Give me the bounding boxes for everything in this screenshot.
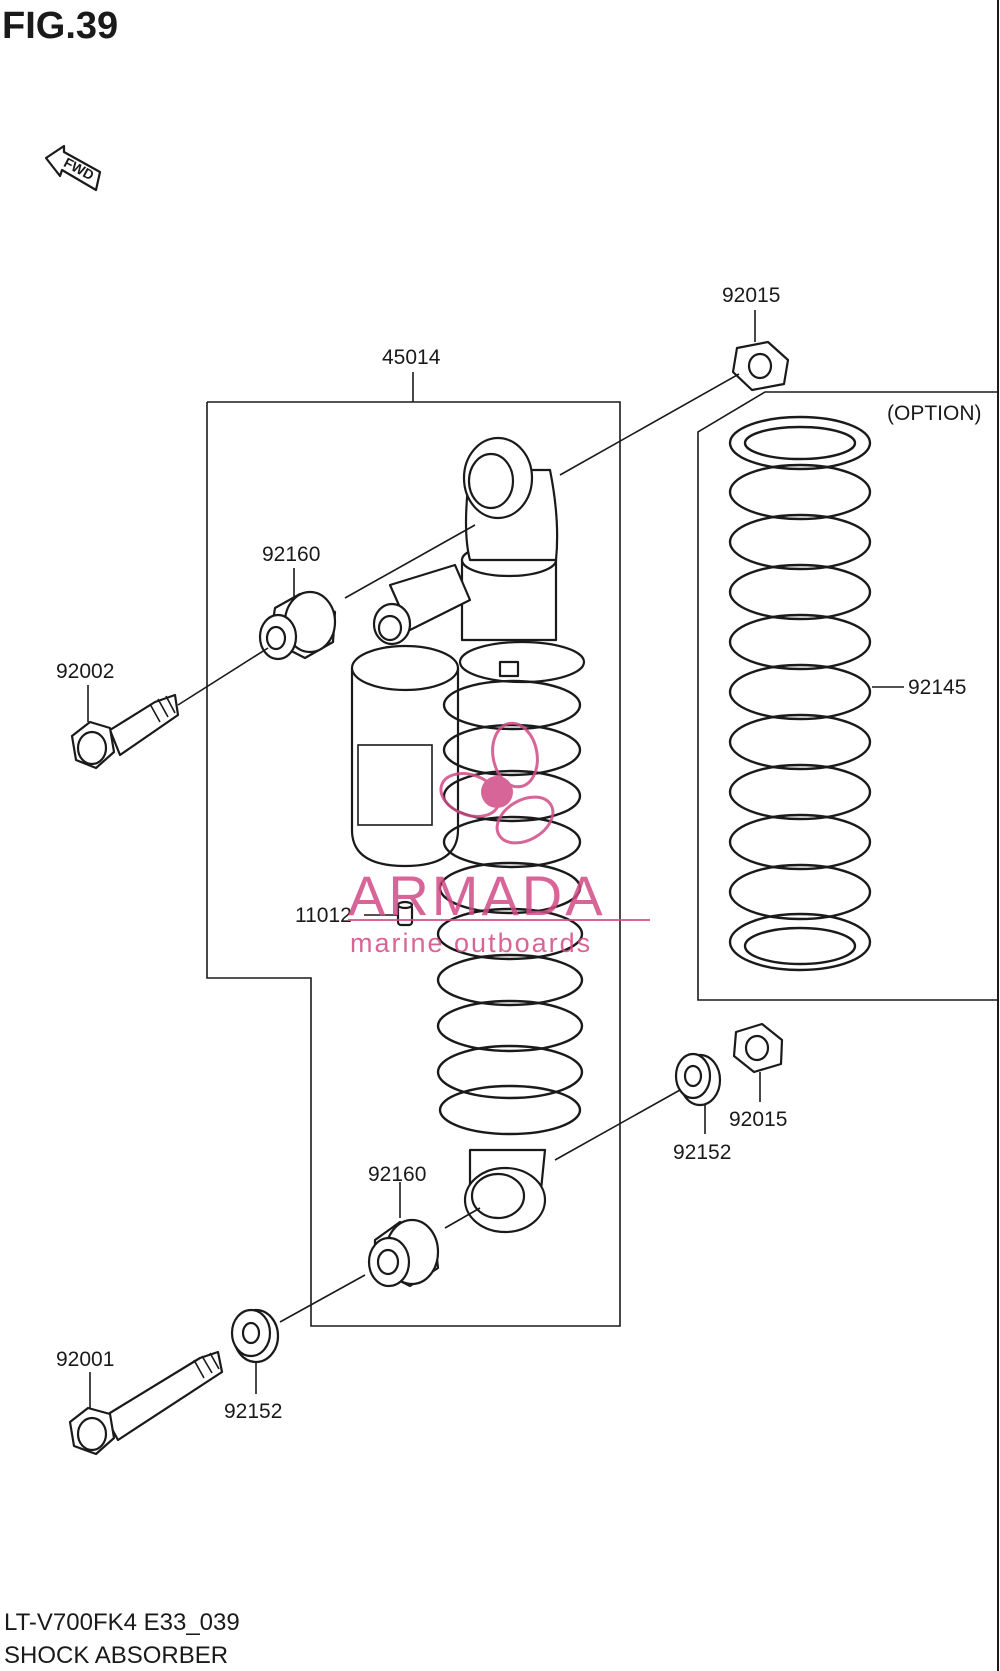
- callout-92015-bottom: 92015: [729, 1108, 787, 1131]
- callout-11012: 11012: [295, 904, 352, 927]
- footer-model: LT-V700FK4 E33_039: [4, 1609, 240, 1636]
- option-box: [697, 391, 998, 1001]
- washer-92152-right: [674, 1052, 722, 1107]
- nut-92015-bottom: [732, 1022, 784, 1074]
- callout-92160-bottom: 92160: [368, 1163, 426, 1186]
- forward-arrow-icon: FWD: [44, 144, 102, 192]
- callout-92152-left: 92152: [224, 1400, 282, 1423]
- armada-watermark-logo: ARMADA marine outboards: [348, 721, 650, 958]
- bushing-92160-top: [258, 590, 337, 661]
- callout-92001: 92001: [56, 1348, 114, 1371]
- optional-spring-92145: [728, 415, 872, 972]
- callout-45014: 45014: [382, 346, 441, 369]
- figure-title: FIG.39: [2, 5, 118, 47]
- footer-name: SHOCK ABSORBER: [4, 1642, 228, 1669]
- callout-92015-top: 92015: [722, 284, 780, 307]
- callout-92002: 92002: [56, 660, 114, 683]
- bolt-92002: [70, 693, 180, 770]
- watermark-tagline: marine outboards: [350, 928, 592, 958]
- bolt-92001: [68, 1350, 224, 1456]
- option-label: (OPTION): [887, 402, 982, 425]
- callout-92145: 92145: [908, 676, 966, 699]
- assembly-bracket-45014: [206, 372, 621, 1327]
- washer-92152-left: [230, 1308, 280, 1364]
- shock-absorber-45014: [350, 436, 586, 1234]
- watermark-brand: ARMADA: [348, 864, 606, 927]
- nut-92015-top: [731, 340, 790, 392]
- bushing-92160-bottom: [367, 1218, 440, 1288]
- callout-92160-top: 92160: [262, 543, 320, 566]
- callout-92152-right: 92152: [673, 1141, 731, 1164]
